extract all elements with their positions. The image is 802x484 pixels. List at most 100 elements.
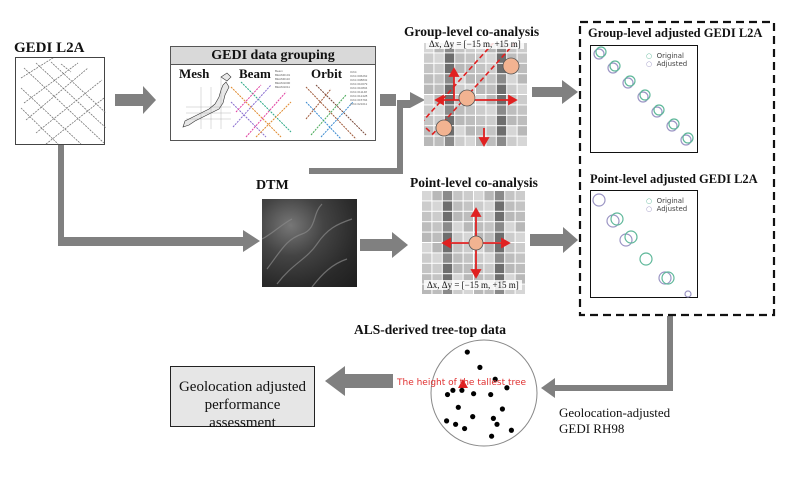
raster-cell	[517, 63, 527, 74]
dtm-title: DTM	[256, 178, 289, 193]
raster-cell	[444, 136, 455, 146]
raster-cell	[422, 201, 432, 211]
raster-cell	[465, 74, 475, 84]
raster-cell	[486, 115, 496, 126]
tree-top-point	[489, 433, 495, 439]
tree-top-circle	[430, 339, 538, 447]
arrow-point-coanalysis-to-output	[530, 227, 578, 253]
orbit-legend-item: Orbit 006262	[350, 74, 368, 78]
legend-item-original: ○ Original	[646, 197, 684, 205]
footprint-marker	[435, 119, 453, 137]
raster-cell	[463, 201, 473, 211]
raster-cell	[463, 222, 473, 232]
raster-cell	[494, 191, 505, 201]
raster-cell	[463, 253, 473, 263]
point-output-plot: ○ Original ○ Adjusted	[590, 190, 698, 298]
original-footprint	[639, 89, 651, 101]
raster-cell	[422, 263, 432, 274]
raster-cell	[505, 211, 515, 222]
raster-cell	[474, 263, 484, 274]
raster-cell	[494, 253, 505, 263]
point-output-title: Point-level adjusted GEDI L2A	[590, 172, 758, 186]
raster-cell	[424, 74, 434, 84]
raster-cell	[455, 53, 465, 63]
raster-cell	[505, 222, 515, 232]
raster-cell	[434, 115, 444, 126]
raster-cell	[476, 53, 486, 63]
raster-cell	[442, 253, 453, 263]
orbit-legend: Orbit Orbit 006262 Orbit 008832 Orbit 01…	[350, 70, 367, 106]
raster-cell	[517, 105, 527, 115]
raster-cell	[484, 253, 494, 263]
adjusted-footprint	[651, 106, 663, 118]
raster-cell	[434, 136, 444, 146]
raster-cell	[453, 263, 463, 274]
tree-top-point	[455, 404, 461, 410]
group-coanalysis-title: Group-level co-analysis	[404, 24, 540, 39]
beam-tracks-graphic	[230, 81, 292, 138]
raster-cell	[463, 263, 473, 274]
raster-cell	[486, 126, 496, 136]
raster-cell	[422, 211, 432, 222]
raster-cell	[432, 263, 442, 274]
arrow-dtm-to-group-coanalysis	[303, 92, 425, 200]
group-output-plot: ○ Original ○ Adjusted	[590, 45, 698, 153]
raster-cell	[474, 201, 484, 211]
tree-top-point	[499, 406, 505, 412]
raster-cell	[517, 84, 527, 94]
footprint-marker	[458, 89, 476, 107]
beam-legend: Beam BEAM0101 BEAM0110 BEAM1000 BEAM1011	[275, 69, 290, 89]
raster-cell	[505, 274, 515, 284]
tree-top-point	[444, 391, 451, 398]
raster-cell	[422, 274, 432, 284]
arrow-group-coanalysis-to-output	[532, 80, 578, 104]
raster-cell	[463, 232, 473, 242]
legend-item-original: ○ Original	[646, 52, 684, 60]
raster-cell	[453, 274, 463, 284]
orbit-legend-item: Orbit 008832	[350, 78, 368, 82]
raster-cell	[496, 105, 507, 115]
raster-cell	[463, 191, 473, 201]
tree-top-point	[471, 391, 477, 397]
raster-cell	[484, 232, 494, 242]
orbit-legend-item: Orbit 011148	[350, 90, 367, 94]
raster-cell	[507, 136, 517, 146]
arrow-tree-data-to-assessment	[325, 366, 393, 396]
raster-cell	[494, 274, 505, 284]
point-output-scatter	[592, 193, 692, 298]
raster-cell	[486, 105, 496, 115]
raster-cell	[453, 232, 463, 242]
raster-cell	[496, 63, 507, 74]
raster-cell	[432, 222, 442, 232]
original-footprint	[661, 271, 675, 285]
raster-cell	[505, 191, 515, 201]
raster-cell	[496, 115, 507, 126]
raster-cell	[515, 253, 525, 263]
assessment-line2: performance assessment	[204, 397, 281, 431]
raster-cell	[434, 63, 444, 74]
point-output-legend: ○ Original ○ Adjusted	[646, 197, 687, 213]
raster-cell	[517, 53, 527, 63]
raster-cell	[453, 253, 463, 263]
orbit-tracks-graphic	[305, 84, 367, 140]
raster-cell	[432, 232, 442, 242]
tree-top-point	[490, 415, 496, 421]
raster-cell	[444, 84, 455, 94]
raster-cell	[442, 222, 453, 232]
adjusted-footprint	[658, 271, 672, 285]
raster-cell	[424, 136, 434, 146]
raster-cell	[424, 115, 434, 126]
rh98-caption-line1: Geolocation-adjusted	[559, 405, 671, 420]
raster-cell	[517, 74, 527, 84]
original-footprint	[595, 46, 607, 58]
raster-cell	[455, 126, 465, 136]
legend-label-adjusted: Adjusted	[656, 205, 688, 213]
raster-cell	[463, 274, 473, 284]
raster-cell	[486, 84, 496, 94]
raster-cell	[484, 263, 494, 274]
arrow-gedi-to-dtm	[58, 145, 260, 252]
grouping-header: GEDI data grouping	[171, 47, 375, 65]
raster-cell	[434, 74, 444, 84]
raster-cell	[476, 63, 486, 74]
raster-cell	[455, 115, 465, 126]
